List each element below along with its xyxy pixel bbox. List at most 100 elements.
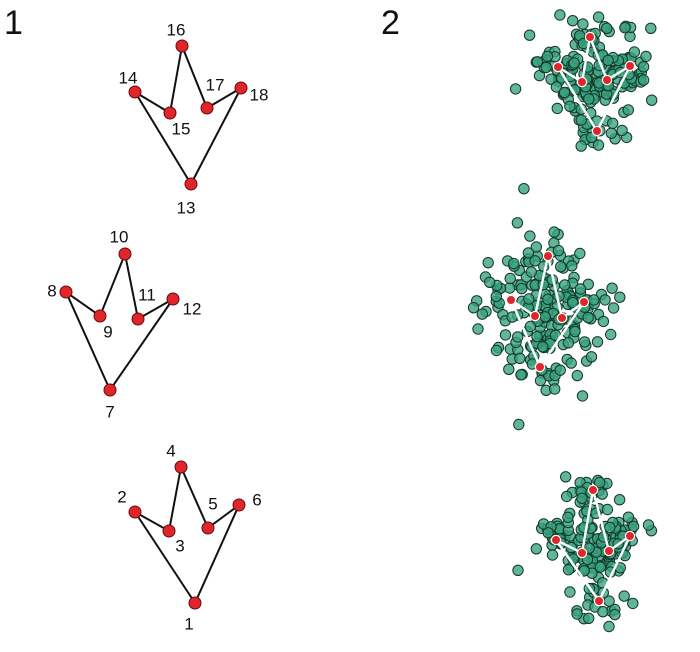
scatter-point xyxy=(637,74,650,86)
scatter-point xyxy=(549,383,561,395)
scatter-point xyxy=(604,521,616,534)
scatter-point xyxy=(646,94,658,106)
scatter-point xyxy=(540,61,552,74)
scatter-point xyxy=(564,586,576,598)
landmark-point-18 xyxy=(234,81,248,95)
scatter-point xyxy=(583,93,595,105)
scatter-point xyxy=(567,296,579,309)
scatter-point xyxy=(529,255,541,267)
scatter-point xyxy=(522,247,535,259)
scatter-point xyxy=(577,18,589,30)
outline-path xyxy=(134,463,242,604)
scatter-cloud-3 xyxy=(512,471,658,633)
outline-path xyxy=(63,250,174,391)
scatter-point xyxy=(550,81,563,93)
landmark-point-16 xyxy=(175,39,189,53)
landmark-label-4: 4 xyxy=(166,441,175,460)
mean-landmark-point xyxy=(624,60,636,72)
landmark-point-4 xyxy=(174,460,188,474)
scatter-point xyxy=(504,272,516,285)
scatter-point xyxy=(607,302,620,314)
mean-landmark-point xyxy=(505,294,517,306)
mean-landmark-point xyxy=(534,361,546,373)
scatter-point xyxy=(568,57,580,69)
scatter-point xyxy=(574,247,586,260)
scatter-point xyxy=(575,140,587,152)
mean-landmark-point xyxy=(591,125,603,137)
scatter-point xyxy=(588,294,600,306)
scatter-point xyxy=(603,620,615,633)
scatter-point xyxy=(467,302,480,314)
scatter-point xyxy=(566,260,578,272)
mean-landmark-point xyxy=(550,534,562,546)
scatter-point xyxy=(518,183,530,195)
scatter-point xyxy=(539,311,551,323)
scatter-point xyxy=(530,241,542,253)
scatter-point xyxy=(537,341,549,353)
scatter-point xyxy=(476,308,488,320)
scatter-point xyxy=(605,328,617,341)
landmark-point-6 xyxy=(232,498,246,512)
landmark-point-8 xyxy=(59,285,73,299)
scatter-point xyxy=(541,50,554,62)
landmark-point-1 xyxy=(188,596,202,610)
scatter-point xyxy=(567,15,579,27)
scatter-point xyxy=(637,61,650,73)
landmark-point-14 xyxy=(128,85,142,99)
landmark-label-9: 9 xyxy=(103,322,112,341)
mean-landmark-point xyxy=(556,312,568,324)
landmark-point-12 xyxy=(166,292,180,306)
landmark-point-5 xyxy=(201,521,215,535)
scatter-point xyxy=(513,418,525,431)
scatter-point xyxy=(490,290,502,303)
scatter-point xyxy=(559,279,571,291)
scatter-point xyxy=(592,139,605,151)
landmark-point-15 xyxy=(163,106,177,120)
scatter-point xyxy=(554,9,566,21)
scatter-point xyxy=(596,488,608,500)
landmark-label-13: 13 xyxy=(177,198,196,217)
mean-landmark-point xyxy=(576,547,588,559)
landmark-label-15: 15 xyxy=(172,119,191,138)
scatter-point xyxy=(512,564,524,576)
scatter-point xyxy=(627,597,639,610)
mean-landmark-point xyxy=(603,545,615,557)
scatter-point xyxy=(622,104,634,116)
landmark-label-2: 2 xyxy=(117,487,126,506)
mean-landmark-point xyxy=(601,74,613,86)
outline-path xyxy=(134,42,244,185)
scatter-point xyxy=(597,606,609,618)
scatter-point xyxy=(607,117,619,130)
scatter-point xyxy=(552,244,565,257)
landmark-label-8: 8 xyxy=(47,281,56,300)
scatter-point xyxy=(472,323,484,335)
landmark-label-5: 5 xyxy=(208,494,217,513)
scatter-point xyxy=(523,29,536,41)
scatter-point xyxy=(531,330,543,343)
scatter-point xyxy=(548,226,560,238)
scatter-point xyxy=(613,494,626,506)
scatter-point xyxy=(499,329,512,341)
scatter-point xyxy=(524,230,536,242)
mean-landmark-point xyxy=(542,250,554,262)
scatter-point xyxy=(551,102,563,115)
scatter-point xyxy=(554,364,566,376)
scatter-point xyxy=(583,612,595,624)
landmark-point-11 xyxy=(131,312,145,326)
scatter-point xyxy=(484,276,496,288)
scatter-point xyxy=(515,369,527,381)
scatter-point xyxy=(482,257,494,269)
scatter-point xyxy=(560,471,572,483)
landmark-point-2 xyxy=(128,505,142,519)
mean-landmark-point xyxy=(587,484,599,496)
scatter-point xyxy=(555,261,567,273)
scatter-point xyxy=(511,217,524,229)
scatter-point xyxy=(509,83,522,95)
scatter-point xyxy=(562,511,574,523)
scatter-point xyxy=(628,46,641,58)
scatter-point xyxy=(622,511,635,523)
mean-landmark-point xyxy=(584,31,596,43)
landmark-label-3: 3 xyxy=(175,536,184,555)
